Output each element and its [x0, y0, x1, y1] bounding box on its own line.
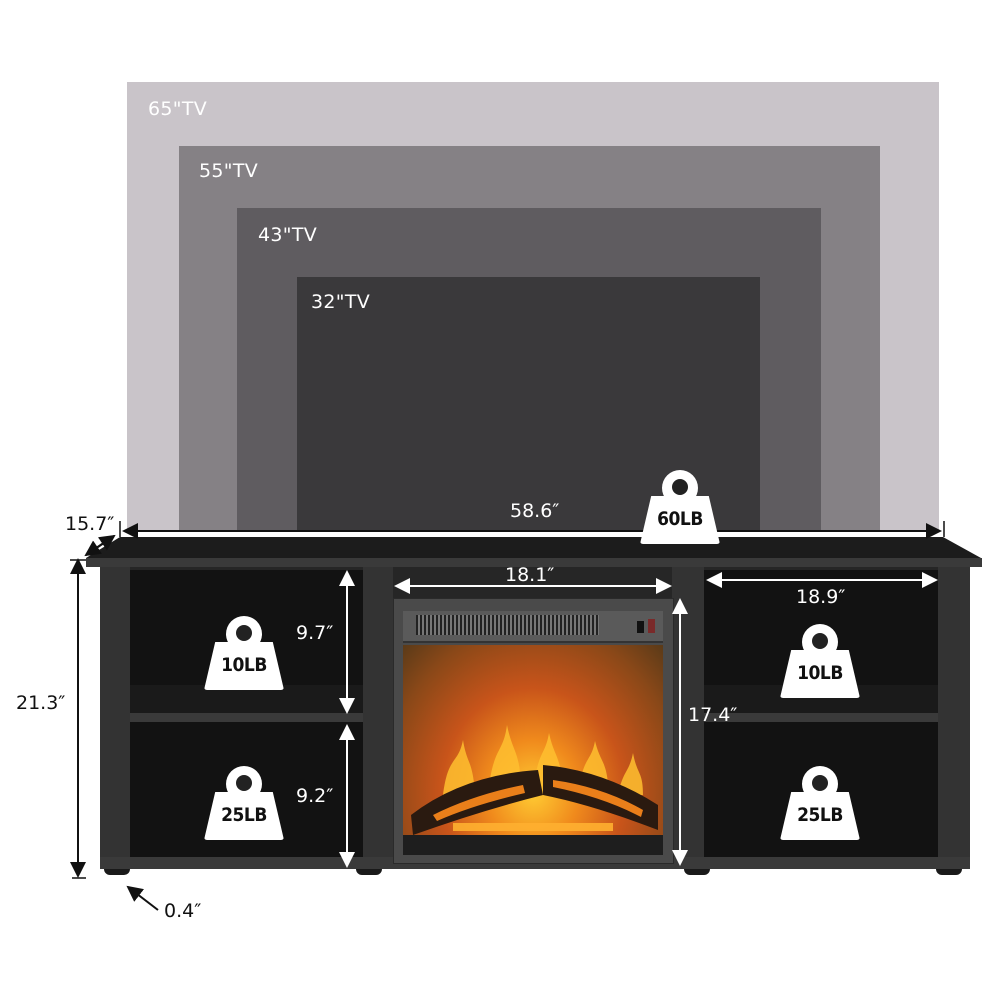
height-label: 21.3″ [16, 692, 66, 714]
right-shelf-edge [704, 713, 938, 722]
weight-icon-left-upper: 10LB [204, 616, 284, 690]
tv-43-label: 43"TV [258, 224, 318, 246]
left-side-panel [100, 567, 130, 869]
tv-32-label: 32"TV [311, 291, 371, 313]
left-shelf-edge [130, 713, 363, 722]
left-lower-capacity-label: 25LB [221, 804, 267, 826]
right-divider [672, 567, 704, 869]
tv-65-label: 65"TV [148, 98, 208, 120]
right-side-panel [938, 567, 970, 869]
power-switch[interactable] [637, 621, 644, 633]
heat-switch[interactable] [648, 619, 655, 633]
top-capacity-label: 60LB [657, 508, 703, 530]
tv-55-label: 55"TV [199, 160, 259, 182]
foot-left [104, 869, 130, 875]
heater-control-panel [403, 611, 663, 643]
left-upper-capacity-label: 10LB [221, 654, 267, 676]
right-lower-capacity-label: 25LB [797, 804, 843, 826]
foot-center-left [356, 869, 382, 875]
weight-icon-right-lower: 25LB [780, 766, 860, 840]
depth-label: 15.7″ [65, 513, 115, 535]
leg-height-label: 0.4″ [164, 900, 202, 922]
cubby-width-label: 18.9″ [796, 586, 846, 608]
foot-center-right [684, 869, 710, 875]
weight-icon-right-upper: 10LB [780, 624, 860, 698]
lower-cubby-height-label: 9.2″ [296, 785, 334, 807]
flames-and-logs [403, 725, 663, 855]
fireplace-width-label: 18.1″ [505, 564, 555, 586]
fireplace-insert [393, 598, 674, 864]
weight-icon-left-lower: 25LB [204, 766, 284, 840]
right-upper-capacity-label: 10LB [797, 662, 843, 684]
upper-cubby-height-label: 9.7″ [296, 622, 334, 644]
width-label: 58.6″ [510, 500, 560, 522]
weight-icon-top: 60LB [640, 470, 720, 544]
left-divider [363, 567, 393, 869]
heater-vent-grille [416, 615, 599, 635]
fireplace-height-label: 17.4″ [688, 704, 738, 726]
foot-right [936, 869, 962, 875]
fire-window [403, 645, 663, 855]
